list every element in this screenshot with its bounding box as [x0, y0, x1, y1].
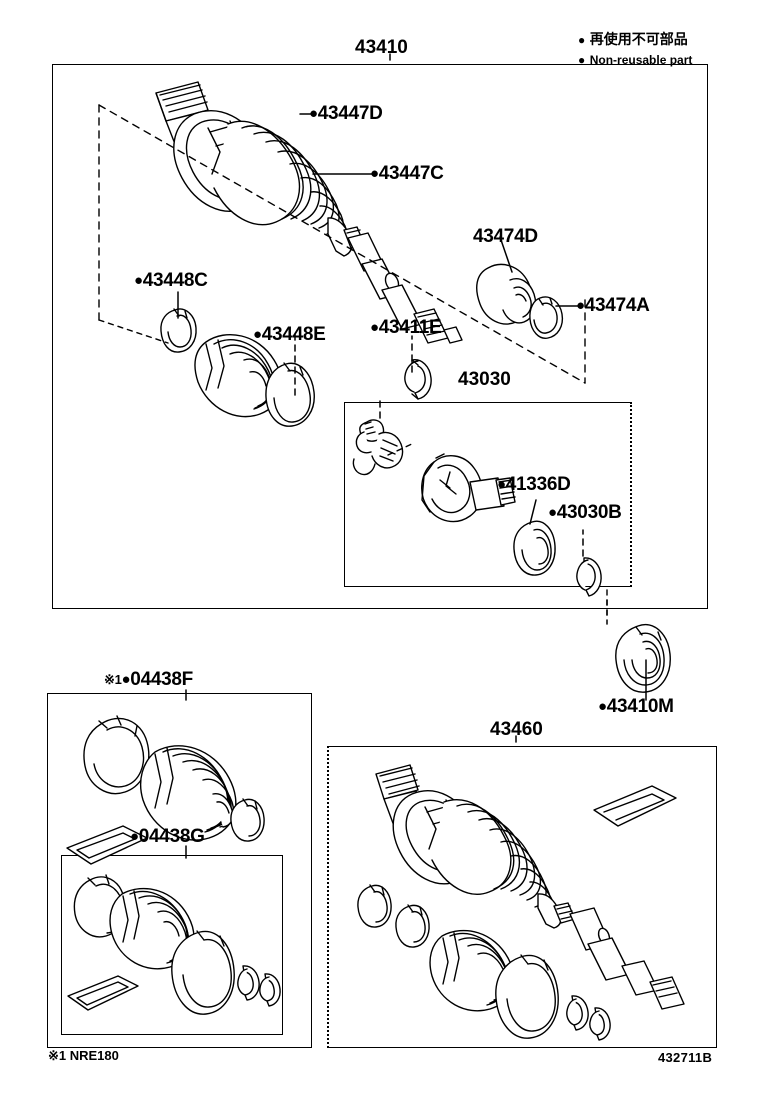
- bullet-43474A: ●: [576, 297, 585, 314]
- part-label-04438F: ※1●04438F: [104, 670, 193, 689]
- part-label-43448E: ●43448E: [253, 324, 326, 345]
- boot-kit-outer-box: [47, 693, 312, 1048]
- legend-bullet-en: ●: [578, 53, 586, 67]
- part-label-43474A: ●43474A: [576, 296, 650, 315]
- bullet-43447C: ●: [370, 165, 379, 182]
- part-label-04438G: ●04438G: [130, 827, 205, 846]
- legend-text-jp: 再使用不可部品: [589, 32, 688, 48]
- bullet-43447D: ●: [309, 105, 318, 122]
- part-number-43447D: 43447D: [317, 103, 383, 124]
- footnote-reference: ※1 NRE180: [48, 1048, 119, 1063]
- part-label-43030B: ●43030B: [548, 503, 622, 522]
- part-number-41336D: 41336D: [505, 474, 571, 495]
- bullet-43448C: ●: [134, 272, 143, 289]
- bullet-04438F: ●: [121, 671, 131, 688]
- main-assembly-box: [52, 64, 708, 609]
- legend-bullet-jp: ●: [578, 33, 586, 47]
- bullet-43448E: ●: [253, 326, 262, 343]
- bullet-04438G: ●: [130, 828, 139, 845]
- bullet-43030B: ●: [548, 504, 557, 521]
- legend-text-en: Non-reusable part: [589, 53, 693, 67]
- part-number-43448E: 43448E: [261, 324, 326, 345]
- part-number-43030B: 43030B: [556, 502, 622, 523]
- opposite-shaft-box: [327, 746, 717, 1048]
- part-label-43474D: 43474D: [473, 227, 538, 246]
- part-label-43448C: ●43448C: [134, 271, 208, 290]
- part-number-43410M: 43410M: [606, 696, 674, 717]
- part-number-43448C: 43448C: [142, 270, 208, 291]
- part-number-04438G: 04438G: [138, 826, 205, 847]
- part-label-43410M: ●43410M: [598, 697, 674, 716]
- part-label-43447D: ●43447D: [309, 104, 383, 123]
- inner-joint-box: [344, 402, 632, 587]
- group-label-43460: 43460: [490, 719, 543, 740]
- part-number-43411E: 43411E: [378, 317, 442, 338]
- diagram-code: 432711B: [658, 1050, 713, 1065]
- boot-kit-inner-box: [61, 855, 283, 1035]
- part-number-43474D: 43474D: [473, 226, 538, 247]
- part-number-43447C: 43447C: [378, 163, 444, 184]
- group-label-43030: 43030: [458, 369, 511, 390]
- group-label-43410: 43410: [355, 37, 408, 58]
- part-label-43447C: ●43447C: [370, 164, 444, 183]
- part-label-43411E: ●43411E: [370, 317, 442, 338]
- legend-non-reusable: ● 再使用不可部品 ● Non-reusable part: [578, 30, 692, 70]
- bullet-43411E: ●: [370, 319, 379, 336]
- bullet-43410M: ●: [598, 698, 607, 715]
- part-label-41336D: ●41336D: [497, 475, 571, 494]
- bullet-41336D: ●: [497, 476, 506, 493]
- part-number-04438F: 04438F: [130, 669, 193, 690]
- part-number-43474A: 43474A: [584, 295, 650, 316]
- ref-mark-1: ※1: [104, 672, 122, 687]
